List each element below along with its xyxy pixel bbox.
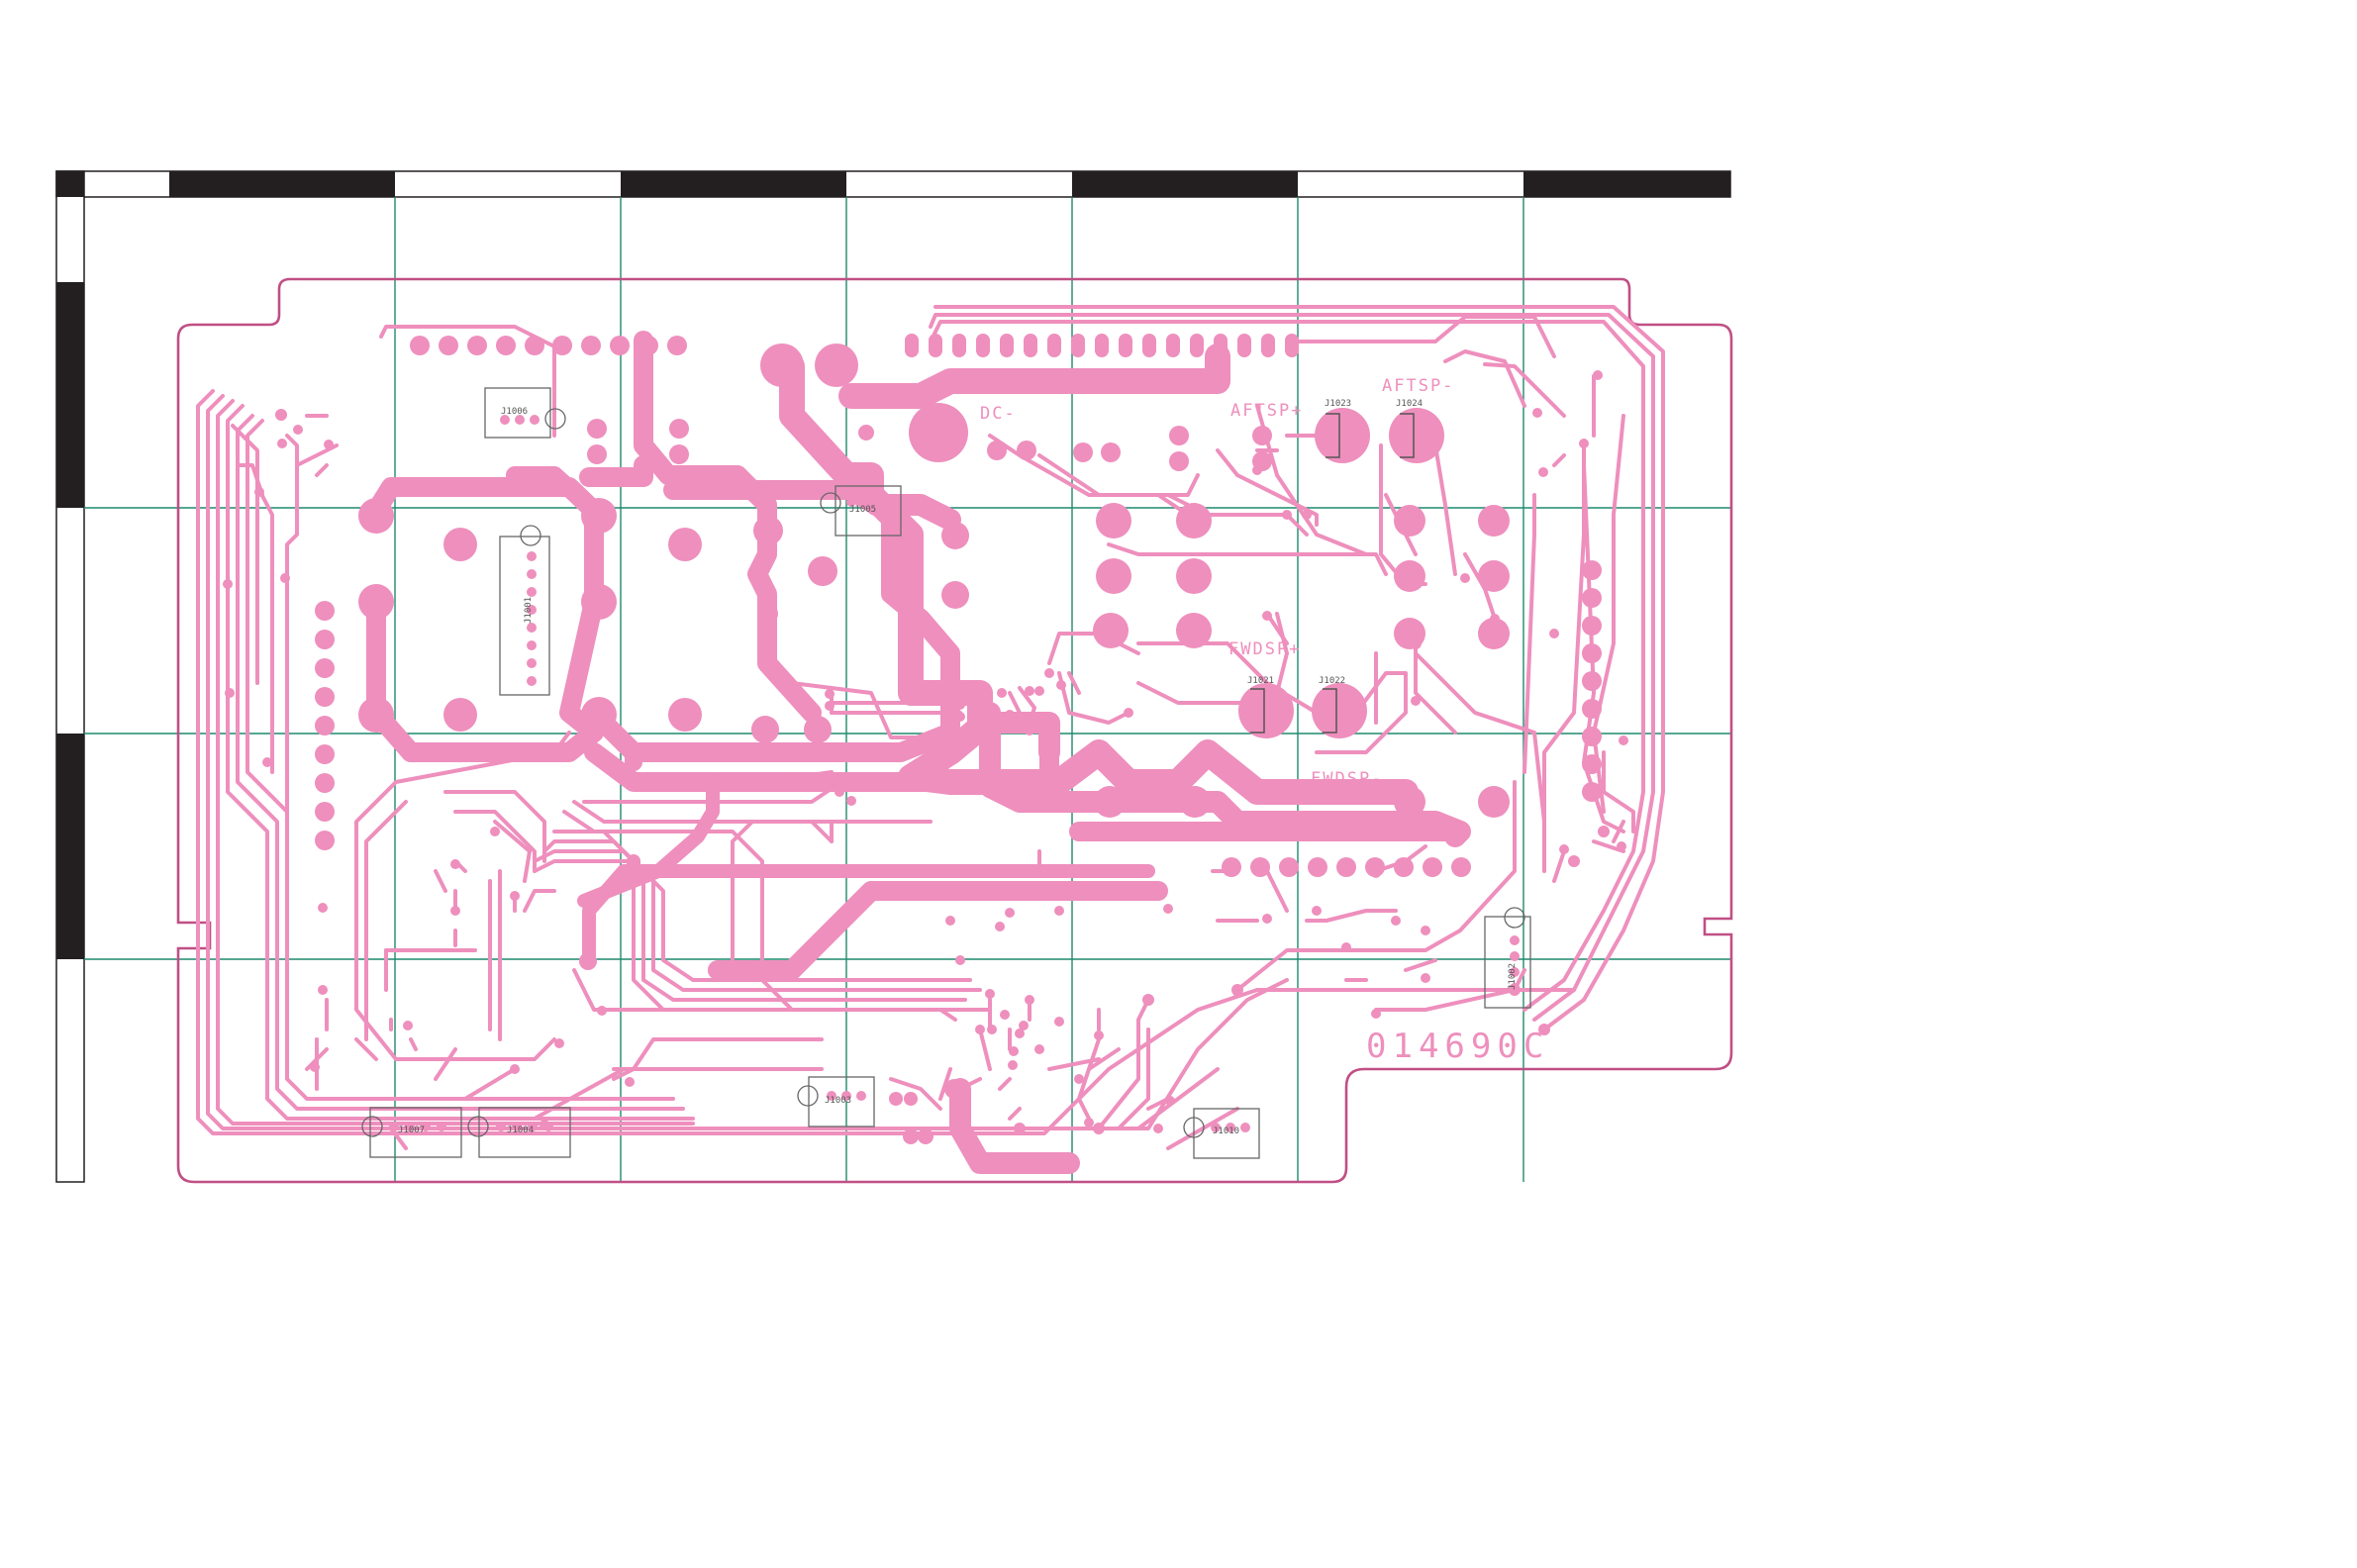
refdes-j1007: J1007 xyxy=(398,1126,425,1135)
refdes-j1024: J1024 xyxy=(1396,399,1423,409)
reference-designators: J1006 J1005 J1001 J1023 J1024 J1021 J102… xyxy=(398,399,1518,1136)
refdes-j1001: J1001 xyxy=(524,597,534,624)
refdes-j1006: J1006 xyxy=(501,407,528,417)
label-aftsp-plus: AFTSP+ xyxy=(1230,401,1303,421)
refdes-j1021: J1021 xyxy=(1247,676,1274,686)
board-part-number: 014690C xyxy=(1366,1027,1549,1066)
refdes-j1004: J1004 xyxy=(507,1126,534,1135)
refdes-j1005: J1005 xyxy=(849,505,876,515)
refdes-j1002: J1002 xyxy=(1508,963,1518,990)
label-fwdsp-plus: FWDSP+ xyxy=(1228,639,1301,659)
refdes-j1003: J1003 xyxy=(825,1096,851,1106)
label-fwdsp-minus: FWDSP- xyxy=(1311,769,1383,789)
label-dc-minus: DC- xyxy=(980,404,1017,424)
refdes-j1022: J1022 xyxy=(1319,676,1345,686)
label-aftsp-minus: AFTSP- xyxy=(1382,376,1454,396)
refdes-j1023: J1023 xyxy=(1325,399,1351,409)
refdes-j1010: J1010 xyxy=(1213,1127,1239,1136)
